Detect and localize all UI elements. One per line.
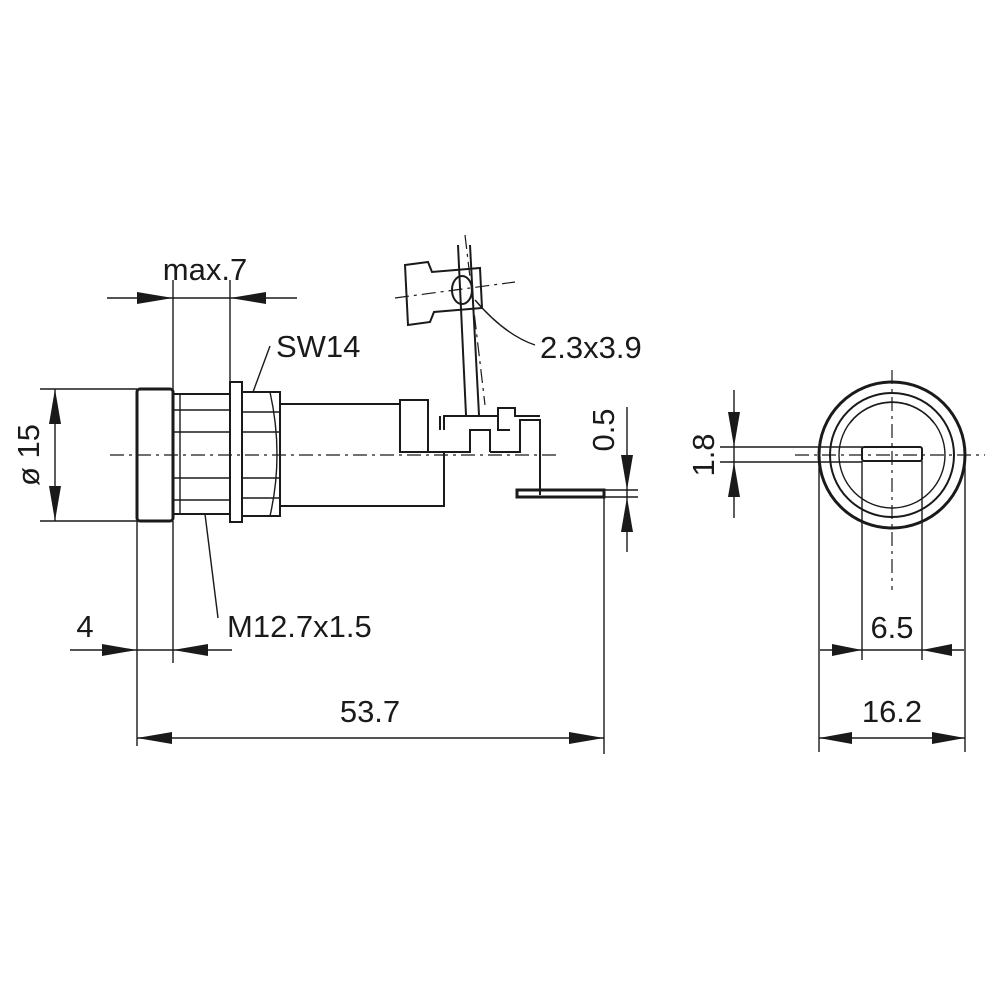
dim-4: 4	[70, 521, 232, 663]
thread-leader	[204, 513, 219, 619]
label-18: 1.8	[686, 433, 721, 476]
rear-contact	[439, 407, 541, 495]
front-view: 1.8 6.5 16.2	[686, 370, 985, 752]
base-plate	[515, 488, 606, 499]
label-162: 16.2	[862, 694, 922, 729]
label-05: 0.5	[586, 408, 621, 451]
dim-max7: max.7	[107, 252, 297, 392]
label-4: 4	[76, 609, 93, 644]
slot-leader	[474, 299, 536, 346]
dim-537: 53.7	[136, 497, 605, 754]
label-dia15: ø 15	[11, 424, 46, 486]
dim-dia15: ø 15	[11, 388, 137, 522]
label-max7: max.7	[163, 252, 247, 287]
sw14-leader	[252, 345, 271, 393]
label-537: 53.7	[340, 694, 400, 729]
hex-nut	[241, 391, 281, 517]
side-view: max.7 SW14 2.3x3.9 ø 15 0.5 M12.7x1.	[11, 234, 642, 754]
dim-18: 1.8	[686, 390, 862, 518]
washer	[229, 381, 243, 523]
solder-tag	[394, 234, 516, 416]
label-slot: 2.3x3.9	[540, 330, 642, 365]
dim-05: 0.5	[586, 407, 638, 552]
dim-65: 6.5	[820, 461, 964, 660]
holder-body	[280, 399, 445, 507]
label-sw14: SW14	[276, 329, 360, 364]
label-thread: M12.7x1.5	[227, 609, 372, 644]
label-65: 6.5	[870, 610, 913, 645]
dim-162: 16.2	[818, 455, 966, 752]
threaded-sleeve	[172, 393, 231, 515]
